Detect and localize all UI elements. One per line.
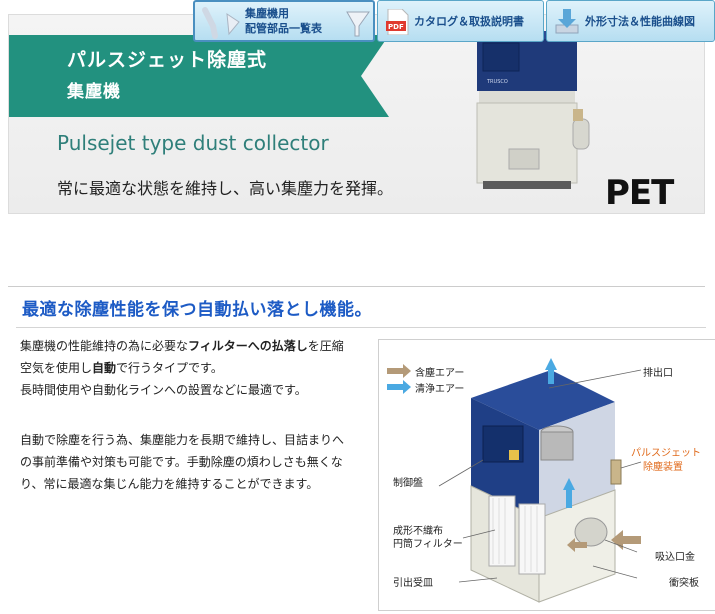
feature-paragraph-1: 集塵機の性能維持の為に必要なフィルターへの払落しを圧縮空気を使用し自動で行うタイ… — [20, 339, 344, 397]
dimensions-curve-button[interactable]: 外形寸法＆性能曲線図 — [546, 0, 715, 42]
catalog-manual-button[interactable]: PDF カタログ＆取扱説明書 — [377, 0, 544, 42]
label-pulse-line1: パルスジェット — [631, 448, 701, 459]
product-title: パルスジェット除塵式 — [67, 49, 268, 71]
piping-button-line2: 配管部品一覧表 — [245, 22, 322, 35]
cutaway-diagram: 含塵エアー 清浄エアー 排出口 パルスジェット 除塵装置 制御盤 成形不織布 円… — [378, 339, 715, 611]
hero-banner: パルスジェット除塵式 集塵機 Pulsejet type dust collec… — [8, 14, 705, 214]
section-heading: 最適な除塵性能を保つ自動払い落とし機能。 — [22, 300, 372, 320]
pet-logo: PET — [605, 173, 674, 213]
label-filter-line1: 成形不織布 — [393, 526, 443, 537]
svg-text:PDF: PDF — [388, 23, 404, 31]
label-filter-line2: 円筒フィルター — [393, 539, 463, 550]
label-exhaust: 排出口 — [643, 368, 673, 379]
dims-button-label: 外形寸法＆性能曲線図 — [585, 15, 695, 28]
download-icon — [555, 9, 579, 39]
piping-button-line1: 集塵機用 — [245, 7, 289, 20]
pipe-parts-icon — [199, 4, 243, 44]
piping-parts-list-button[interactable]: 集塵機用 配管部品一覧表 — [193, 0, 375, 42]
legend-dusty-air: 含塵エアー — [415, 368, 465, 379]
label-inlet: 吸込口金 — [655, 552, 695, 563]
funnel-icon — [345, 8, 371, 42]
legend-clean-air: 清浄エアー — [415, 384, 465, 395]
label-pulse-line2: 除塵装置 — [643, 462, 683, 473]
svg-text:TRUSCO: TRUSCO — [486, 79, 508, 85]
product-tagline: 常に最適な状態を維持し、高い集塵力を発揮。 — [57, 179, 394, 198]
pdf-icon: PDF — [386, 8, 410, 39]
product-english-name: Pulsejet type dust collector — [57, 131, 329, 155]
label-baffle: 衝突板 — [669, 578, 699, 589]
catalog-button-label: カタログ＆取扱説明書 — [414, 15, 524, 28]
title-ribbon — [9, 35, 389, 117]
feature-paragraph-2: 自動で除塵を行う為、集塵能力を長期で維持し、目詰まりへの事前準備や対策も可能です… — [20, 433, 345, 491]
dust-collector-image: TRUSCO — [469, 31, 599, 195]
label-control-panel: 制御盤 — [393, 478, 423, 489]
section-divider — [16, 327, 706, 328]
product-subtitle: 集塵機 — [67, 82, 121, 102]
feature-section: 最適な除塵性能を保つ自動払い落とし機能。 集塵機の性能維持の為に必要なフィルター… — [8, 286, 715, 614]
label-tray: 引出受皿 — [393, 578, 433, 589]
